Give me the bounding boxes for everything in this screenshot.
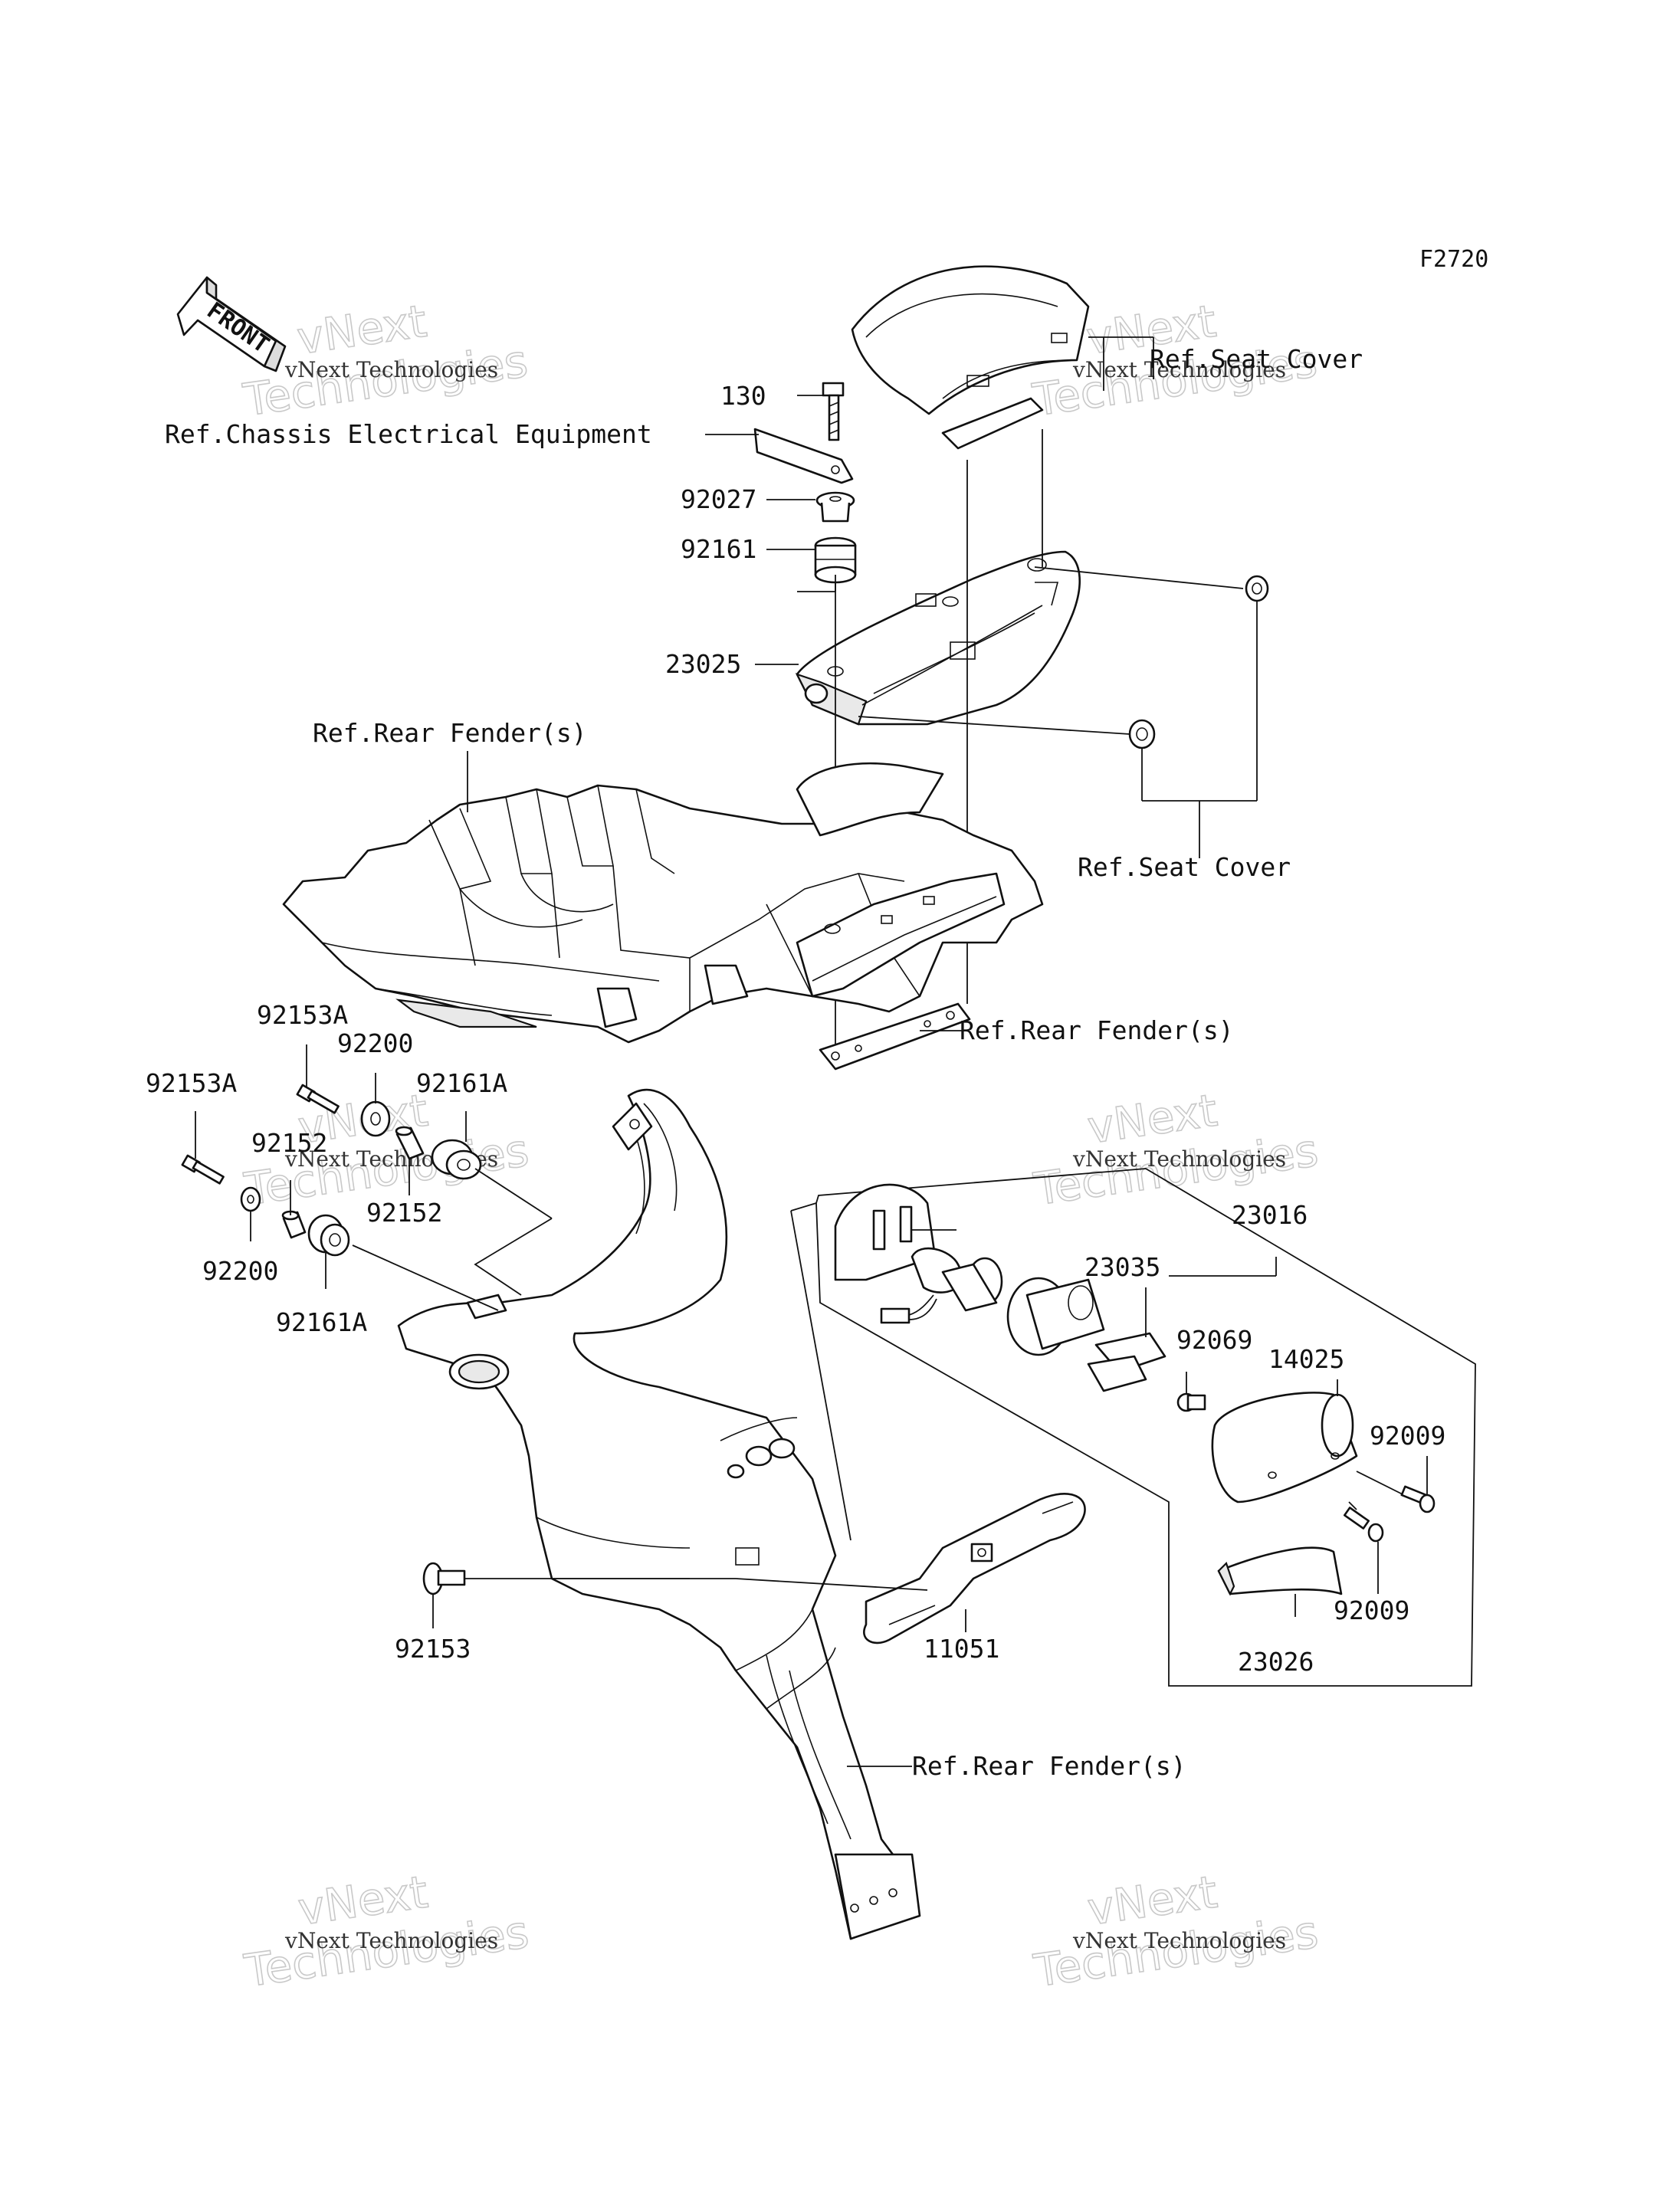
label-92161A-upper: 92161A bbox=[416, 1068, 507, 1098]
collar-92027 bbox=[815, 491, 855, 523]
label-23035: 23035 bbox=[1084, 1252, 1160, 1282]
watermark-bottom-left: vNext Technologies bbox=[241, 1865, 533, 1998]
screw-92153A-upper bbox=[296, 1084, 340, 1114]
label-92009-right: 92009 bbox=[1370, 1421, 1445, 1451]
cover-23026 bbox=[1217, 1546, 1343, 1596]
bolt-130 bbox=[822, 382, 845, 441]
watermark-mid-right: vNext Technologies bbox=[1030, 1084, 1322, 1216]
label-92009-lower: 92009 bbox=[1334, 1595, 1409, 1625]
socket-23035 bbox=[1006, 1277, 1166, 1392]
label-92152-upper: 92152 bbox=[251, 1128, 327, 1158]
label-92153A-lower: 92153A bbox=[146, 1068, 237, 1098]
label-23025: 23025 bbox=[665, 649, 741, 679]
label-23016: 23016 bbox=[1232, 1200, 1308, 1230]
license-bracket-11051 bbox=[735, 1493, 1086, 1644]
ref-rear-fender-1: Ref.Rear Fender(s) bbox=[313, 718, 587, 748]
label-92027: 92027 bbox=[681, 484, 756, 514]
label-92153A-upper: 92153A bbox=[257, 1000, 348, 1030]
grommet-92161A-upper bbox=[431, 1139, 482, 1180]
rear-fender-lower bbox=[397, 1088, 921, 1940]
lamp-socket-base bbox=[834, 1183, 956, 1281]
figure-code: F2720 bbox=[1419, 246, 1488, 273]
label-92161: 92161 bbox=[681, 534, 756, 564]
ref-chassis-electrical: Ref.Chassis Electrical Equipment bbox=[165, 419, 652, 449]
washer-92200-upper bbox=[360, 1100, 391, 1137]
label-92152-lower: 92152 bbox=[366, 1198, 442, 1228]
label-92153: 92153 bbox=[395, 1634, 471, 1664]
screw-92153A-lower bbox=[181, 1154, 225, 1185]
rear-fender-tray bbox=[282, 762, 1044, 1044]
taillight-assembly-box bbox=[790, 1168, 1476, 1687]
bulb bbox=[911, 1247, 1003, 1312]
grommet-92161A-lower bbox=[307, 1214, 350, 1257]
label-92200-lower: 92200 bbox=[202, 1256, 278, 1286]
label-130: 130 bbox=[720, 381, 766, 411]
label-92069: 92069 bbox=[1176, 1325, 1252, 1355]
screw-92009-right bbox=[1356, 1471, 1436, 1513]
wire-connector bbox=[880, 1294, 937, 1324]
ref-rear-fender-3: Ref.Rear Fender(s) bbox=[912, 1751, 1186, 1781]
part-number-labels: 130 92027 92161 23025 92153A 92200 92161… bbox=[146, 381, 1445, 1677]
grommet-right-upper bbox=[1245, 575, 1269, 602]
screw-92009-lower bbox=[1343, 1501, 1384, 1543]
label-92200-upper: 92200 bbox=[337, 1028, 413, 1058]
watermark-text-bottom-right: vNext Technologies bbox=[1072, 1928, 1286, 1953]
watermark-text-bottom-left: vNext Technologies bbox=[284, 1928, 498, 1953]
collar-92152-upper bbox=[395, 1126, 425, 1160]
label-11051: 11051 bbox=[924, 1634, 999, 1664]
label-14025: 14025 bbox=[1268, 1344, 1344, 1374]
taillight-bracket-23025 bbox=[795, 550, 1081, 726]
grommet-right-lower bbox=[1128, 719, 1156, 749]
watermark-text-top-left: vNext Technologies bbox=[284, 357, 498, 382]
watermark-bottom-right: vNext Technologies bbox=[1030, 1865, 1322, 1998]
ref-rear-fender-2: Ref.Rear Fender(s) bbox=[960, 1015, 1234, 1045]
seat-cover-part bbox=[851, 265, 1090, 450]
ref-seat-cover-mid: Ref.Seat Cover bbox=[1078, 852, 1291, 882]
watermark-text-mid-right: vNext Technologies bbox=[1072, 1146, 1286, 1172]
fender-bracket-plate bbox=[819, 1002, 971, 1071]
front-arrow-icon: FRONT bbox=[176, 276, 287, 372]
assembly-lines-left bbox=[352, 1168, 553, 1311]
grommet-92161 bbox=[814, 536, 857, 584]
screw-92153 bbox=[422, 1562, 736, 1595]
leader-lines bbox=[195, 337, 1428, 1767]
label-92161A-lower: 92161A bbox=[276, 1307, 367, 1337]
ref-seat-cover-top: Ref.Seat Cover bbox=[1150, 344, 1363, 374]
collar-92152-lower bbox=[281, 1210, 307, 1239]
reference-labels: Ref.Seat Cover Ref.Chassis Electrical Eq… bbox=[165, 344, 1363, 1781]
washer-92200-lower bbox=[240, 1186, 261, 1212]
bulb-92069 bbox=[1176, 1392, 1206, 1412]
lens-14025 bbox=[1211, 1392, 1358, 1503]
watermark-text-top-right: vNext Technologies bbox=[1072, 357, 1286, 382]
bracket-chassis-electrical bbox=[753, 428, 854, 484]
label-23026: 23026 bbox=[1238, 1647, 1314, 1677]
